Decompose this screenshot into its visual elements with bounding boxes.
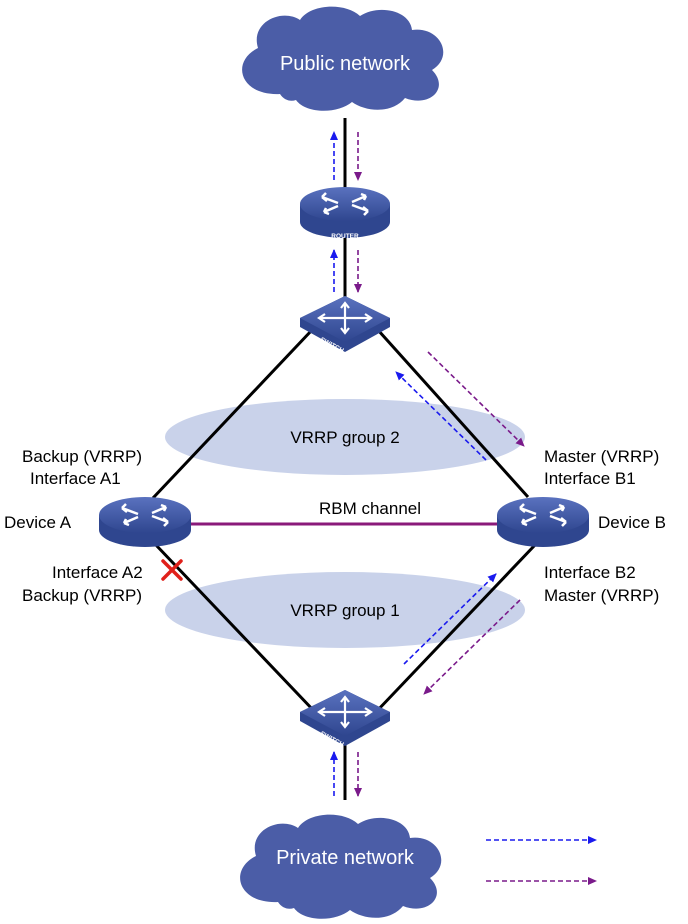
private-network-label: Private network: [276, 847, 415, 869]
top-switch-icon: SWITCH: [300, 296, 390, 355]
device-b-bottom-role: Master (VRRP): [544, 586, 659, 605]
link-device-a-bottom-switch: [153, 542, 317, 714]
rbm-channel-label: RBM channel: [319, 499, 421, 518]
device-b-label: Device B: [598, 513, 666, 532]
blue-flow-device-b-to-switch: [395, 371, 487, 461]
vrrp-group-1-label: VRRP group 1: [290, 601, 399, 620]
vrrp-group-2-ellipse: [165, 399, 525, 475]
blue-flow-switch-to-device-b: [403, 573, 497, 665]
physical-links: [151, 118, 537, 800]
private-network-cloud: Private network: [240, 814, 442, 919]
failure-x-icon: [161, 559, 183, 581]
link-switch-device-a: [151, 328, 314, 500]
legend: [486, 836, 597, 885]
device-a-icon: [99, 497, 191, 547]
device-b-icon: [497, 497, 589, 547]
router-tag: ROUTER: [331, 233, 359, 240]
device-a-bottom-role: Backup (VRRP): [22, 586, 142, 605]
traffic-flows: [330, 131, 525, 797]
public-network-label: Public network: [280, 53, 411, 75]
device-a-label: Device A: [4, 513, 72, 532]
device-b-bottom-interface: Interface B2: [544, 563, 636, 582]
link-switch-device-b: [376, 328, 530, 499]
purple-flow-device-b-to-switch: [423, 599, 521, 695]
device-a-top-interface: Interface A1: [30, 469, 121, 488]
device-b-top-role: Master (VRRP): [544, 447, 659, 466]
bottom-switch-icon: SWITCH: [300, 690, 390, 749]
vrrp-group-2-label: VRRP group 2: [290, 428, 399, 447]
device-a-top-role: Backup (VRRP): [22, 447, 142, 466]
router-icon: ROUTER: [300, 187, 390, 240]
link-device-b-bottom-switch: [374, 543, 537, 714]
vrrp-group-1-ellipse: [165, 572, 525, 648]
device-b-top-interface: Interface B1: [544, 469, 636, 488]
public-network-cloud: Public network: [242, 6, 444, 111]
device-a-bottom-interface: Interface A2: [52, 563, 143, 582]
purple-flow-switch-to-device-b: [427, 351, 525, 447]
